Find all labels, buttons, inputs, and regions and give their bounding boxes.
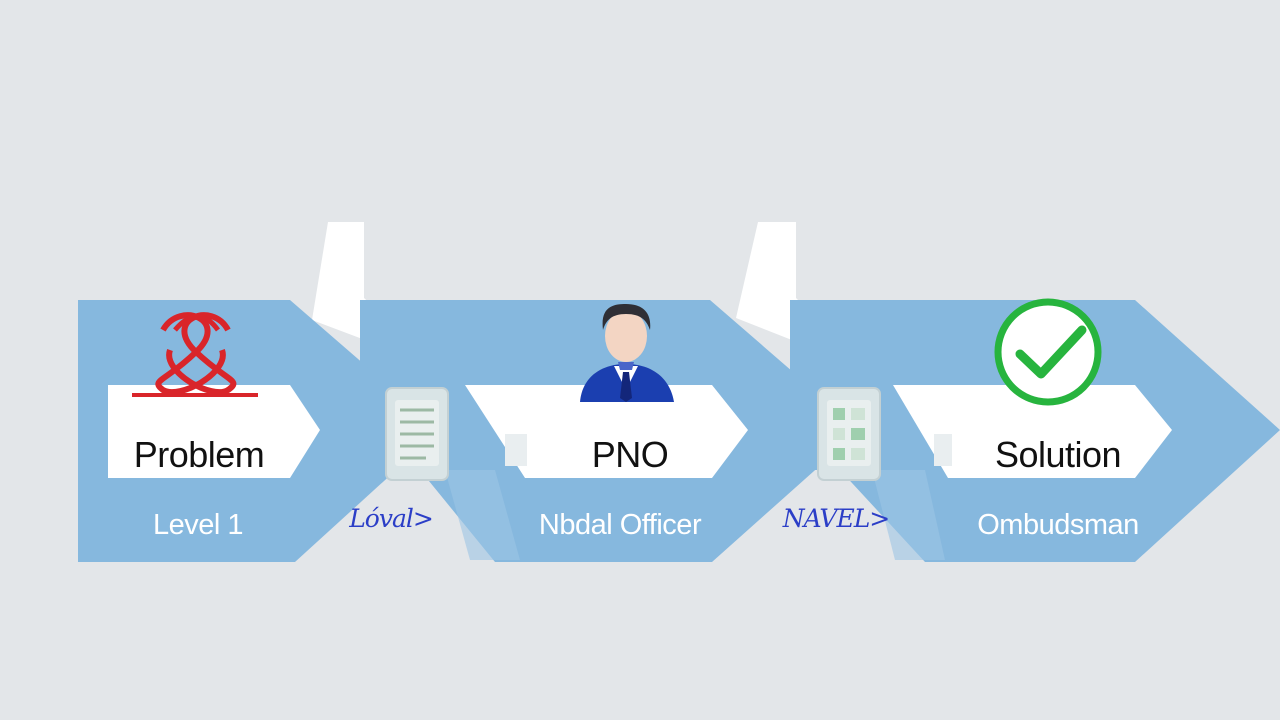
- stage-title-pno: PNO: [591, 434, 669, 475]
- connector-band-1: [445, 470, 520, 560]
- connector-band-2: [872, 470, 945, 560]
- stage-subtitle-officer: Nbdal Officer: [538, 509, 702, 541]
- check-circle-icon: [994, 298, 1102, 406]
- white-band-3: [893, 385, 1172, 478]
- document-icon: [385, 387, 449, 481]
- white-band-1: [108, 385, 320, 478]
- connector-label-2: NAVEL>: [782, 504, 891, 533]
- stage-title-solution: Solution: [994, 434, 1122, 475]
- stage-subtitle-ombudsman: Ombudsman: [977, 509, 1139, 541]
- stage-title-problem: Problem: [133, 434, 265, 475]
- document-icon: [817, 387, 881, 481]
- white-band-2: [465, 385, 748, 478]
- stage-subtitle-level: Level 1: [152, 509, 244, 541]
- funnel-shape-2: [736, 222, 868, 370]
- connector-label-1: Lóval>: [349, 504, 434, 533]
- officer-person-icon: [580, 304, 674, 402]
- funnel-shape-1: [312, 222, 445, 370]
- tangled-knot-icon: [132, 312, 258, 397]
